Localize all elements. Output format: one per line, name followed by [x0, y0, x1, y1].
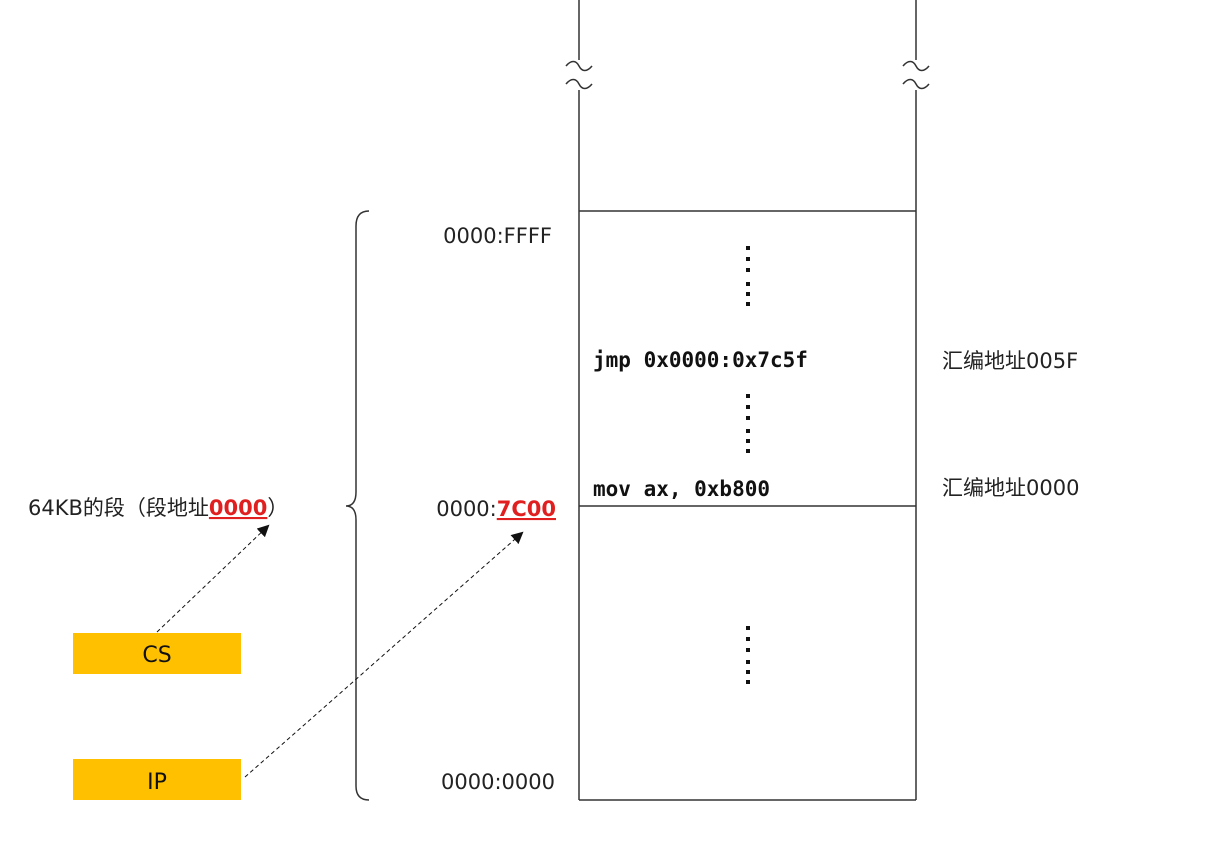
ip-register: IP — [73, 759, 241, 800]
segment-bottom-address: 0000:0000 — [441, 770, 555, 794]
vertical-ellipsis-icon — [746, 626, 750, 684]
segment-address-value: 0000 — [209, 496, 267, 520]
ip-register-box — [73, 759, 241, 800]
ip-register-label: IP — [147, 770, 167, 795]
jmp-instruction: jmp 0x0000:0x7c5f — [593, 348, 808, 372]
mov-instruction: mov ax, 0xb800 — [593, 477, 770, 501]
memory-column — [578, 0, 917, 801]
segment-label: 64KB的段（段地址0000） — [28, 496, 288, 520]
cs-register-box — [73, 633, 241, 674]
cs-register-label: CS — [142, 643, 171, 668]
program-start-address-offset: 7C00 — [497, 497, 556, 521]
segment-top-address: 0000:FFFF — [443, 224, 552, 248]
segment-label-prefix: 64KB的段（段地址 — [28, 496, 209, 520]
left-break-mark-icon — [565, 60, 593, 90]
vertical-ellipsis-icon — [746, 394, 750, 453]
cs-to-segment-arrow — [156, 524, 270, 633]
cs-register: CS — [73, 633, 241, 674]
segment-brace — [345, 210, 370, 801]
asm-address-label-mov: 汇编地址0000 — [942, 476, 1079, 500]
program-start-address: 0000:7C00 — [436, 497, 556, 521]
program-start-address-prefix: 0000: — [436, 497, 497, 521]
asm-address-label-jmp: 汇编地址005F — [942, 349, 1078, 373]
vertical-ellipsis-icon — [746, 246, 750, 306]
right-break-mark-icon — [902, 60, 930, 90]
ip-to-offset-arrow — [244, 531, 524, 778]
segment-label-suffix: ） — [267, 496, 288, 520]
